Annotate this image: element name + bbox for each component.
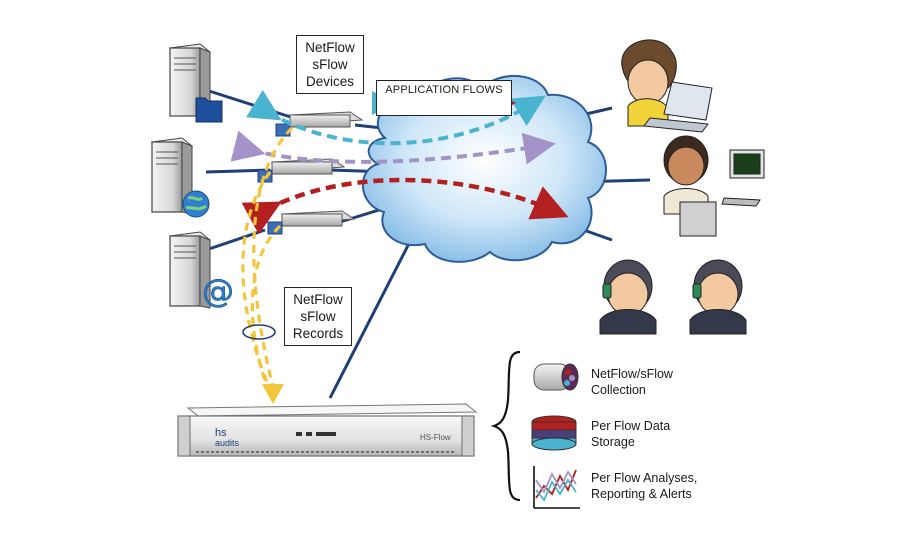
netflow-devices-line-2: sFlow — [312, 57, 348, 72]
folder-icon — [195, 97, 223, 123]
legend-storage: Per Flow Data Storage — [591, 418, 670, 450]
legend-analyses-line-1: Per Flow Analyses, — [591, 471, 698, 485]
legend-collection-line-1: NetFlow/sFlow — [591, 367, 673, 381]
flow-records-paths — [241, 126, 294, 396]
records-arrowhead — [262, 384, 284, 404]
user-laptop-icon — [621, 39, 713, 133]
flow-red — [241, 177, 569, 235]
user-phone-icon — [599, 259, 657, 335]
netflow-devices-label: NetFlow sFlow Devices — [296, 35, 364, 94]
legend-collection-line-2: Collection — [591, 383, 646, 397]
application-flows-title: APPLICATION FLOWS — [385, 84, 503, 96]
appliance-icon — [177, 403, 478, 457]
svg-text:@: @ — [202, 272, 234, 310]
at-sign-icon: @ — [202, 272, 235, 311]
appliance-model: HS-Flow — [420, 433, 451, 442]
server-icon — [168, 43, 212, 119]
legend-collection: NetFlow/sFlow Collection — [591, 366, 673, 398]
database-icon — [531, 415, 577, 451]
user-desktop-icon — [663, 135, 765, 237]
application-flows-legend: APPLICATION FLOWS — [376, 80, 512, 116]
legend-brace — [490, 350, 521, 502]
switch-icon — [267, 210, 356, 235]
appliance-logo-audits: audits — [215, 438, 240, 448]
flow-purple — [230, 130, 556, 165]
legend-analyses: Per Flow Analyses, Reporting & Alerts — [591, 470, 697, 502]
user-phone-icon — [689, 259, 747, 335]
netflow-devices-line-3: Devices — [305, 74, 354, 89]
legend-storage-line-1: Per Flow Data — [591, 419, 671, 433]
globe-icon — [182, 190, 210, 218]
legend-analyses-line-2: Reporting & Alerts — [591, 487, 692, 501]
legend-storage-line-2: Storage — [591, 435, 635, 449]
netflow-records-label: NetFlow sFlow Records — [284, 287, 352, 346]
appliance-logo-hs: hs — [215, 427, 227, 439]
netflow-records-line-2: sFlow — [300, 309, 336, 324]
server-icon — [168, 231, 212, 309]
line-chart-icon — [533, 466, 580, 509]
records-ring — [242, 324, 276, 340]
netflow-records-line-1: NetFlow — [293, 292, 343, 307]
netflow-devices-line-1: NetFlow — [305, 40, 355, 55]
cylinder-icon — [533, 363, 579, 391]
netflow-records-line-3: Records — [292, 326, 344, 341]
